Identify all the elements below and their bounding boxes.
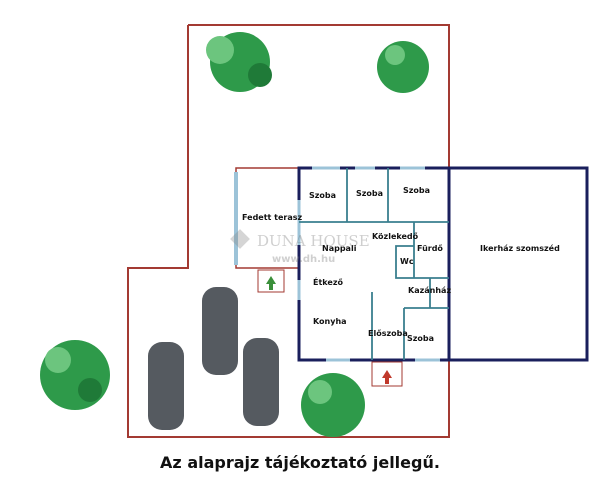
tree-icon [301,373,365,437]
room-label-szoba: Szoba [403,186,430,195]
car-icon [243,338,279,426]
watermark-brand: DUNA HOUSE [257,232,370,250]
room-label-furdo: Fürdő [417,244,443,253]
room-label-szoba: Szoba [356,189,383,198]
entry-arrow-icon [382,370,392,384]
car-icon [148,342,184,430]
tree-icon [206,32,272,92]
room-label-etkezo: Étkező [313,276,343,287]
room-label-szoba: Szoba [309,191,336,200]
room-label-kazanhaz: Kazánház [408,286,451,295]
watermark-logo: DUNA HOUSE www.dh.hu [230,229,370,265]
room-label-eloszoba: Előszoba [368,329,408,338]
plot-boundary [127,24,450,438]
room-label-wc: Wc [400,257,414,266]
room-label-fedett-terasz: Fedett terasz [242,213,303,222]
room-label-nappali: Nappali [322,244,357,253]
entry-arrow-icon [266,276,276,290]
room-label-kozlekedo: Közlekedő [372,232,419,241]
watermark-url: www.dh.hu [272,254,335,265]
tree-icon [40,340,110,410]
caption: Az alaprajz tájékoztató jellegű. [160,453,440,472]
car-icon [202,287,238,375]
tree-icon [377,41,429,93]
room-label-szoba: Szoba [407,334,434,343]
entrance-stairs [371,361,403,387]
terrace-stairs [257,269,285,293]
neighbor-house-outline [447,166,589,362]
room-label-konyha: Konyha [313,317,347,326]
room-label-ikerhaz-szomszed: Ikerház szomszéd [480,243,560,253]
